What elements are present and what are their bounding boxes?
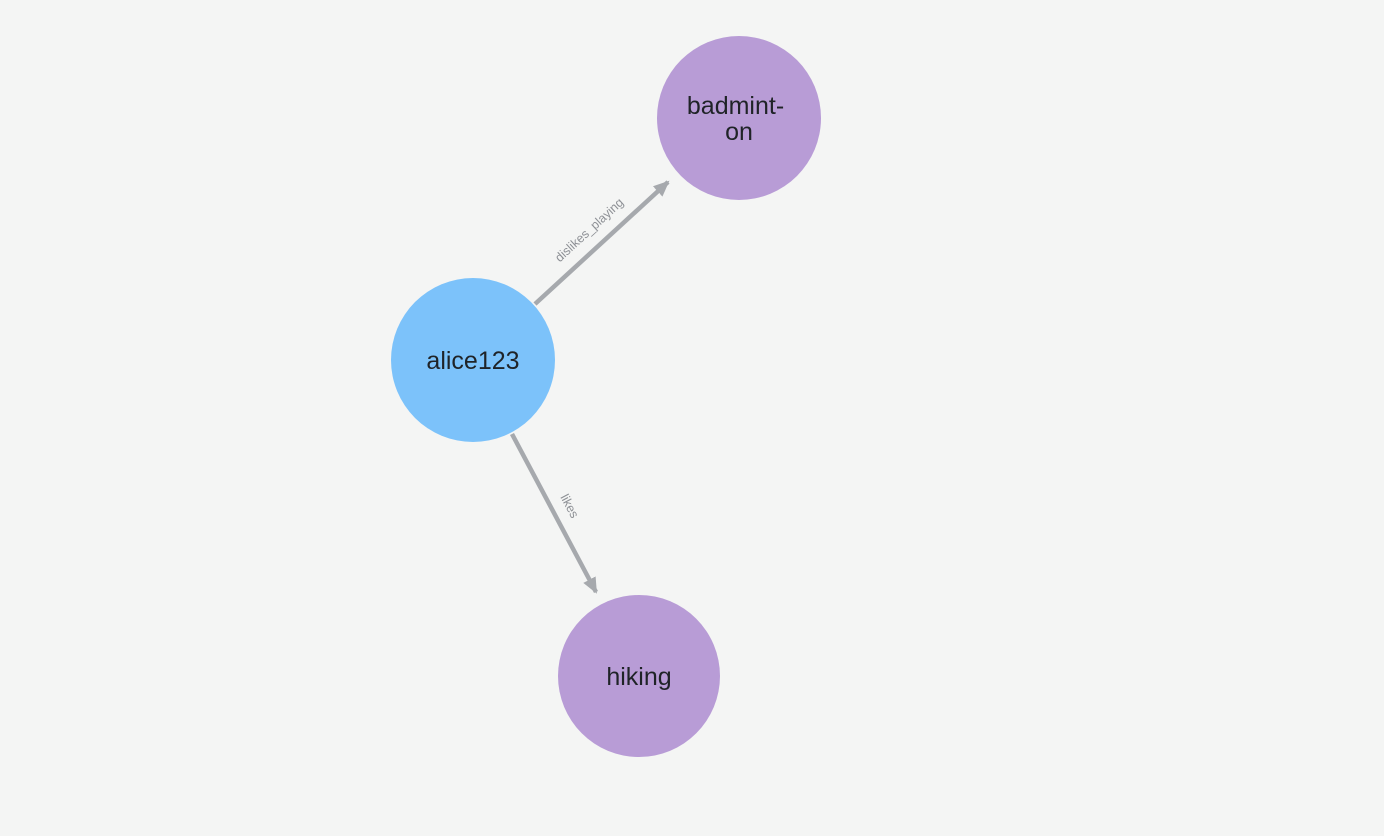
node-circle[interactable] bbox=[558, 595, 720, 757]
edge-line[interactable] bbox=[510, 432, 598, 594]
node-badminton[interactable]: badmint- on bbox=[657, 36, 821, 200]
node-circle[interactable] bbox=[391, 278, 555, 442]
node-hiking[interactable]: hiking bbox=[558, 595, 720, 757]
node-circle[interactable] bbox=[657, 36, 821, 200]
edge-line[interactable] bbox=[533, 180, 670, 306]
node-alice123[interactable]: alice123 bbox=[391, 278, 555, 442]
